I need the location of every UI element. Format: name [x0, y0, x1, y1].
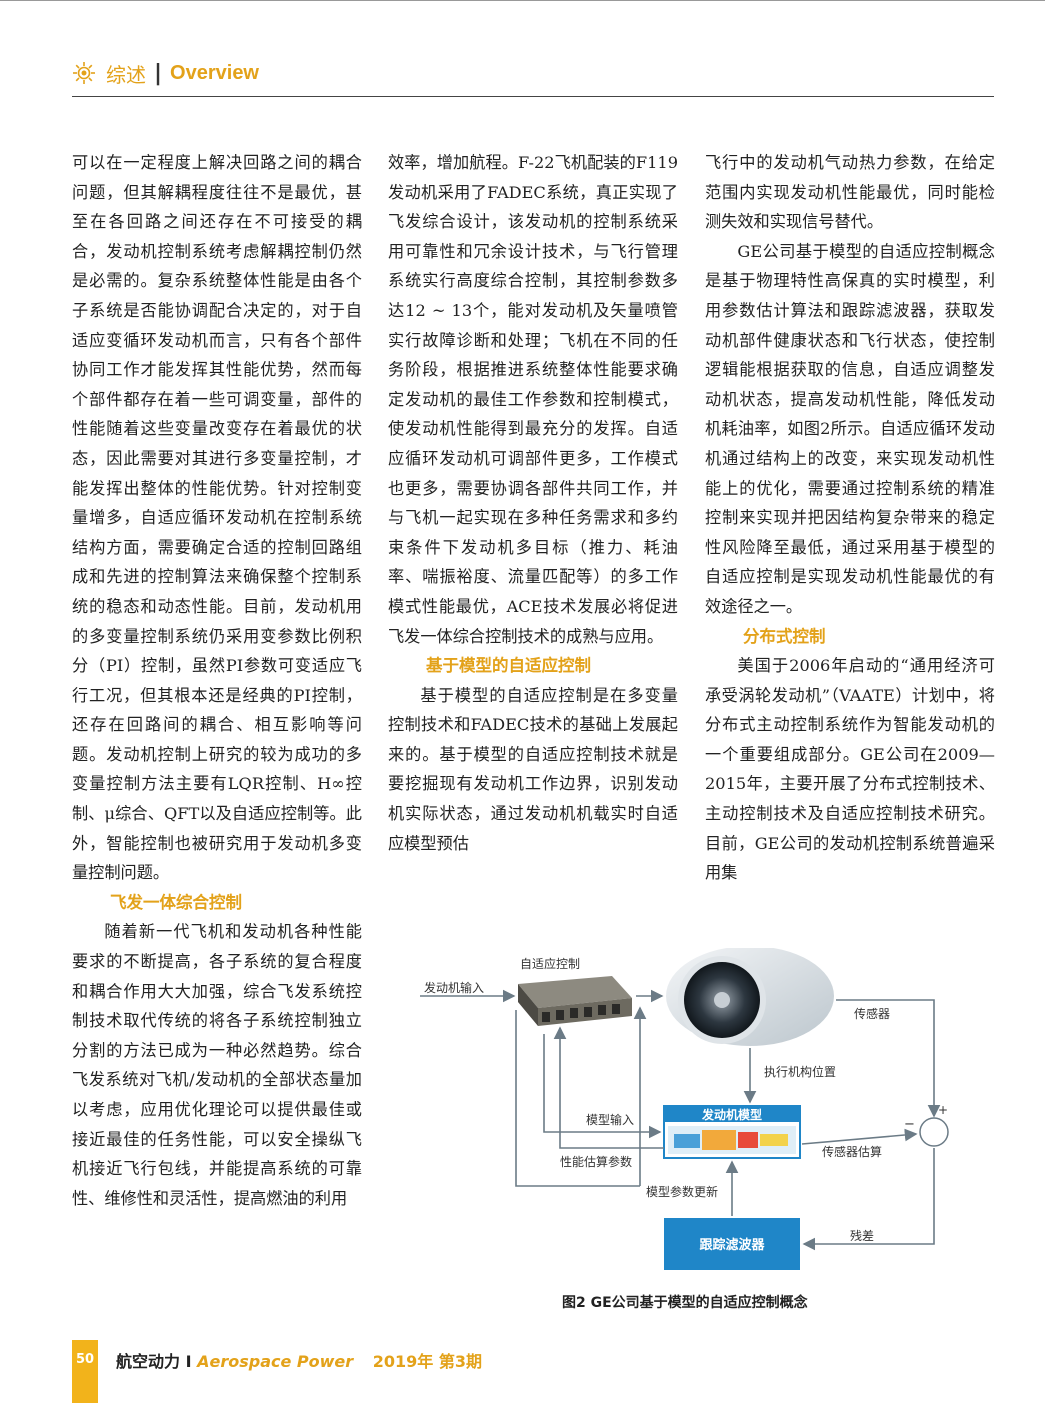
paragraph: 随着新一代飞机和发动机各种性能要求的不断提高，各子系统的复合程度和耦合作用大大加…	[72, 922, 362, 1208]
summing-junction	[919, 1117, 949, 1147]
section-separator: |	[154, 60, 163, 86]
label-tracking-filter: 跟踪滤波器	[699, 1237, 765, 1253]
arrow-model-input	[543, 1034, 662, 1139]
journal-title-zh: 航空动力	[116, 1352, 181, 1371]
label-engine-model: 发动机模型	[701, 1107, 762, 1122]
label-model-input: 模型输入	[586, 1112, 634, 1127]
arrow-performance-params	[553, 1026, 664, 1149]
turbofan-engine-image	[666, 948, 834, 1046]
sun-logo-icon	[73, 62, 95, 84]
subheading-model-based-adaptive-control: 基于模型的自适应控制	[426, 656, 591, 676]
sign-minus: −	[904, 1117, 915, 1132]
engine-model-thermal-image	[668, 1126, 796, 1154]
figure-2-diagram: 自适应控制 发动机输入 传感器 执行机构位置 模型输入 发动机模型 性能估算参数…	[420, 948, 949, 1270]
column-2: 效率，增加航程。F-22飞机配装的F119发动机采用了FADEC系统，真正实现了…	[388, 148, 678, 858]
label-engine-input: 发动机输入	[424, 980, 484, 995]
column-1: 可以在一定程度上解决回路之间的耦合问题，但其解耦程度往往不是最优，甚至在各回路之…	[72, 148, 362, 1213]
arrow-feedback-to-controller	[515, 1010, 640, 1187]
footer-page-tab	[72, 1340, 98, 1403]
arrow-residual	[802, 1148, 935, 1251]
column-3: 飞行中的发动机气动热力参数，在给定范围内实现发动机性能最优，同时能检测失效和实现…	[705, 148, 995, 888]
journal-title-en: Aerospace Power	[197, 1352, 354, 1371]
footer-journal: 航空动力 I Aerospace Power 2019年 第3期	[116, 1348, 482, 1372]
label-residual: 残差	[850, 1229, 874, 1243]
controller-unit-image	[518, 976, 632, 1026]
paragraph: 基于模型的自适应控制是在多变量控制技术和FADEC技术的基础上发展起来的。基于模…	[388, 685, 678, 853]
paragraph: 美国于2006年启动的“通用经济可承受涡轮发动机”（VAATE）计划中，将分布式…	[705, 656, 995, 883]
top-rule	[0, 0, 1045, 1]
label-sensor: 传感器	[854, 1006, 890, 1021]
section-title-en: Overview	[170, 61, 259, 84]
paragraph: 可以在一定程度上解决回路之间的耦合问题，但其解耦程度往往不是最优，甚至在各回路之…	[72, 153, 362, 883]
label-performance-params: 性能估算参数	[560, 1154, 632, 1169]
label-model-param-update: 模型参数更新	[646, 1184, 718, 1199]
label-adaptive-control: 自适应控制	[520, 956, 580, 971]
label-sensor-estimate: 传感器估算	[822, 1144, 882, 1159]
paragraph: 效率，增加航程。F-22飞机配装的F119发动机采用了FADEC系统，真正实现了…	[388, 153, 678, 646]
figure-caption: 图2 GE公司基于模型的自适应控制概念	[562, 1295, 808, 1311]
label-actuator-position: 执行机构位置	[764, 1064, 836, 1079]
arrow-engine-to-sensor	[836, 999, 941, 1118]
journal-issue: 2019年 第3期	[372, 1352, 482, 1371]
journal-separator: I	[185, 1352, 192, 1371]
page-number: 50	[75, 1352, 95, 1367]
arrow-sensor-estimate	[801, 1128, 918, 1145]
section-header: 综述 | Overview	[72, 58, 259, 88]
sign-plus: +	[938, 1103, 948, 1117]
section-title-zh: 综述	[106, 62, 146, 87]
subheading-distributed-control: 分布式控制	[743, 626, 826, 646]
tracking-filter-box	[664, 1218, 800, 1270]
paragraph: GE公司基于模型的自适应控制概念是基于物理特性高保真的实时模型，利用参数估计算法…	[705, 241, 995, 616]
header-rule	[72, 96, 994, 97]
subheading-integrated-flight-propulsion-control: 飞发一体综合控制	[110, 892, 242, 912]
paragraph: 飞行中的发动机气动热力参数，在给定范围内实现发动机性能最优，同时能检测失效和实现…	[705, 153, 995, 232]
